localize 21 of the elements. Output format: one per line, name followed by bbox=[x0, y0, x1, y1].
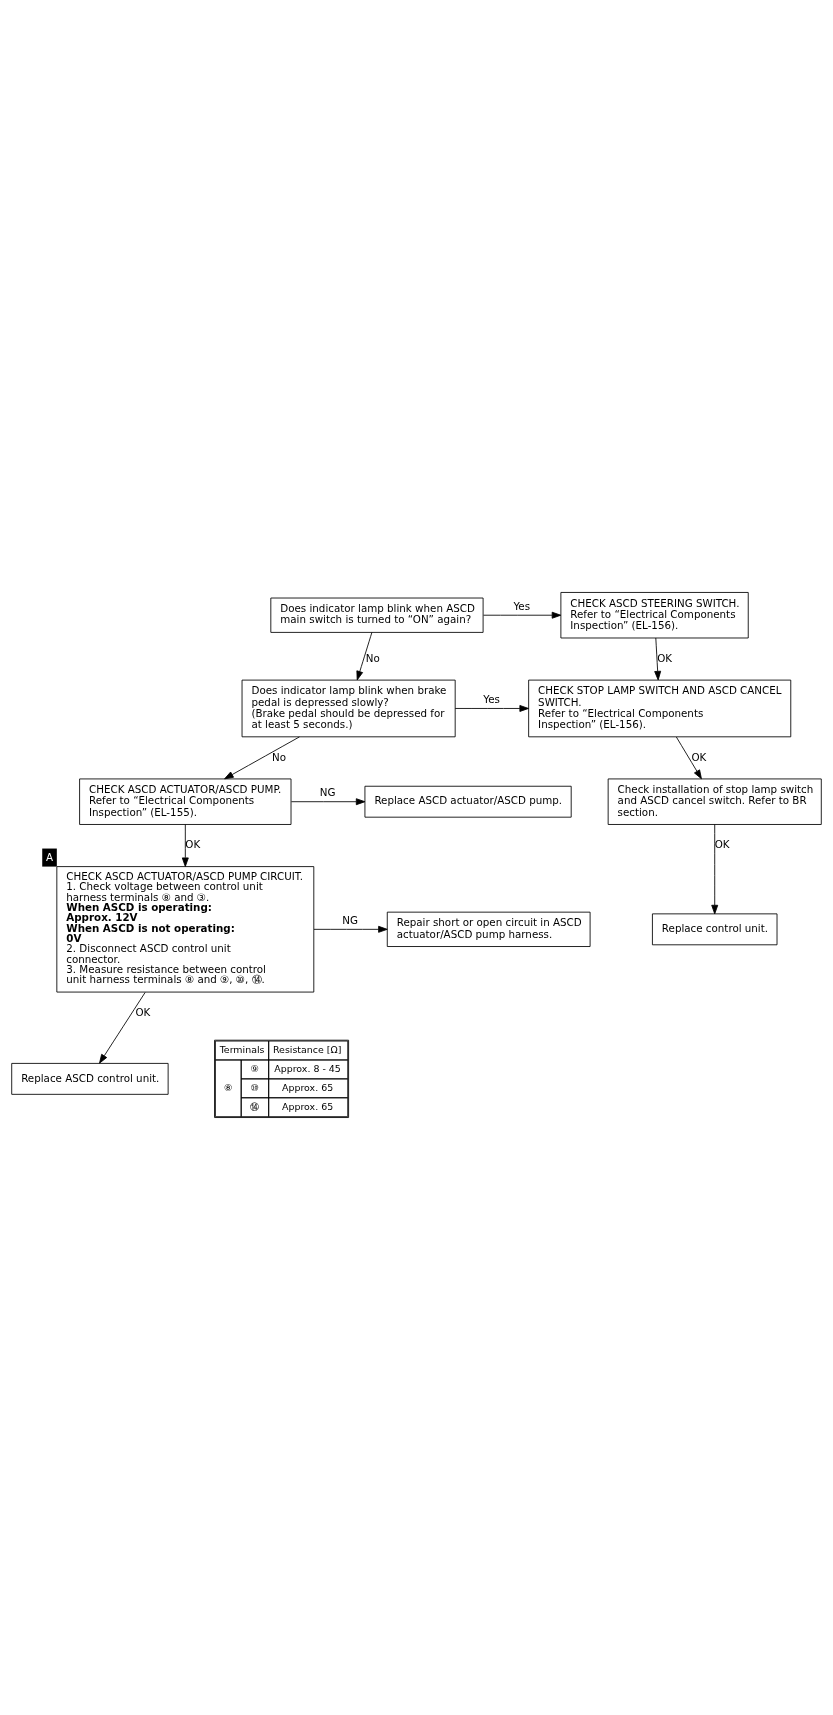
node-label: A bbox=[46, 850, 54, 863]
label: Terminals bbox=[219, 1043, 265, 1055]
label: Approx. 65 bbox=[282, 1100, 334, 1112]
edge-label: OK bbox=[657, 651, 672, 664]
edge-label: OK bbox=[714, 837, 730, 850]
edge-label: No bbox=[272, 750, 287, 763]
label: ⑧ bbox=[223, 1081, 233, 1093]
edge-label: OK bbox=[135, 1005, 151, 1018]
edge-label: NG bbox=[342, 913, 359, 926]
edge-label: OK bbox=[185, 837, 201, 850]
label: ⑩ bbox=[250, 1081, 260, 1093]
label: Approx. 65 bbox=[282, 1081, 334, 1093]
edge-label: Yes bbox=[513, 599, 531, 612]
label: Approx. 8 - 45 bbox=[274, 1062, 341, 1074]
label: ⑭ bbox=[249, 1100, 259, 1112]
edge-label: Yes bbox=[483, 692, 500, 705]
edge-label: No bbox=[365, 651, 380, 664]
edge-label: NG bbox=[319, 785, 336, 798]
edge-label: OK bbox=[691, 750, 707, 763]
label: Resistance [Ω] bbox=[272, 1043, 342, 1055]
label: ⑨ bbox=[250, 1062, 260, 1074]
